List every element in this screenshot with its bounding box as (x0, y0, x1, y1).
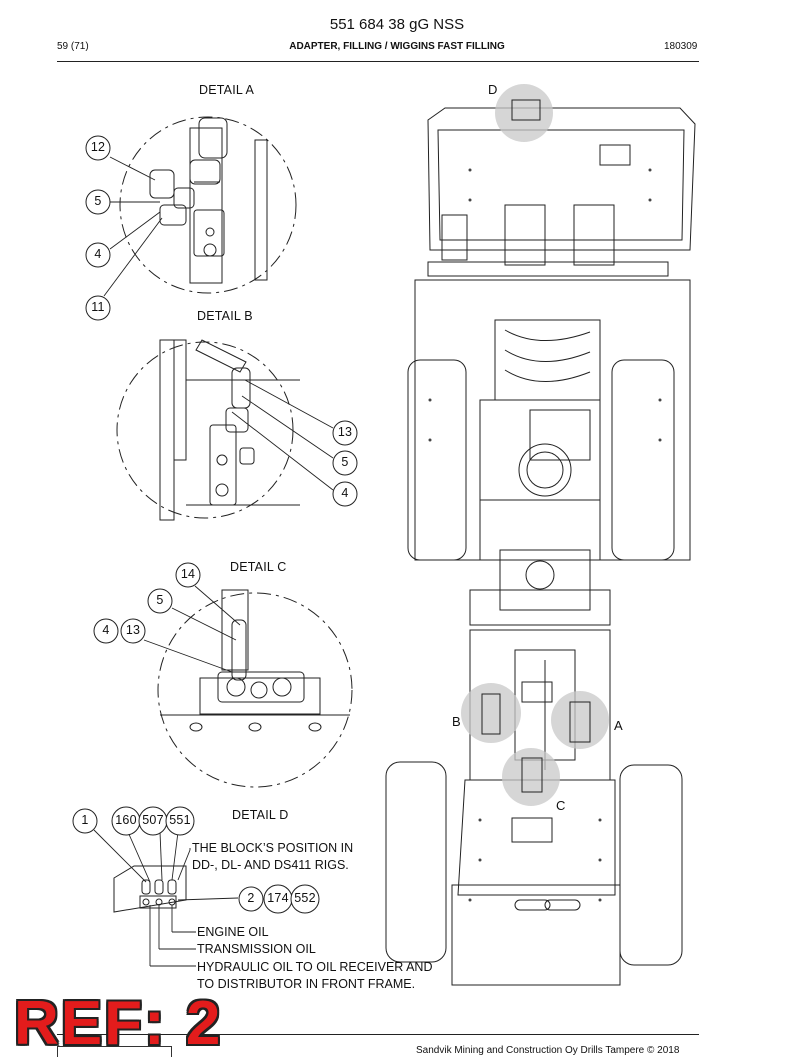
sandvik-logo (57, 1046, 172, 1057)
note-transmission-oil: TRANSMISSION OIL (197, 942, 316, 956)
marker-c: C (556, 798, 566, 813)
marker-b: B (452, 714, 461, 729)
detail-a-title: DETAIL A (199, 83, 255, 97)
callout-d-551: 551 (169, 813, 191, 827)
callout-b-13: 13 (337, 425, 353, 439)
detail-c-view (157, 589, 353, 788)
marker-d: D (488, 82, 498, 97)
note-engine-oil: ENGINE OIL (197, 925, 269, 939)
marker-a: A (614, 718, 623, 733)
callout-d-174: 174 (267, 891, 289, 905)
callout-d-160: 160 (115, 813, 137, 827)
callout-d-2: 2 (247, 891, 255, 905)
detail-a-view (119, 116, 297, 294)
footer-copyright: Sandvik Mining and Construction Oy Drill… (416, 1045, 680, 1056)
callout-a-5: 5 (94, 194, 102, 208)
callout-a-12: 12 (90, 140, 106, 154)
callout-d-507: 507 (142, 813, 164, 827)
callout-c-13: 13 (125, 623, 141, 637)
footer-divider (57, 1034, 699, 1035)
callout-a-4: 4 (94, 247, 102, 261)
detail-b-title: DETAIL B (197, 309, 253, 323)
ref-stamp: REF: 2 (14, 989, 223, 1058)
header-divider (57, 61, 699, 62)
machine-overview (385, 107, 696, 986)
callout-b-5: 5 (341, 455, 349, 469)
detail-d-view (113, 865, 187, 913)
section-title: ADAPTER, FILLING / WIGGINS FAST FILLING (289, 41, 505, 52)
callout-d-1: 1 (81, 813, 89, 827)
page-number: 59 (71) (57, 41, 89, 52)
detail-c-title: DETAIL C (230, 560, 287, 574)
callout-d-552: 552 (294, 891, 316, 905)
detail-b-view (116, 339, 300, 521)
leader-lines (93, 156, 334, 967)
document-number: 551 684 38 gG NSS (329, 16, 465, 33)
callout-c-4: 4 (102, 623, 110, 637)
note-block-position: THE BLOCK’S POSITION IN DD-, DL- AND DS4… (192, 841, 354, 872)
callout-c-14: 14 (180, 567, 196, 581)
callout-b-4: 4 (341, 486, 349, 500)
detail-d-title: DETAIL D (232, 808, 289, 822)
date-code: 180309 (664, 41, 698, 52)
callout-a-11: 11 (91, 300, 105, 314)
highlight-circles (461, 84, 609, 806)
note-hydraulic-oil: HYDRAULIC OIL TO OIL RECEIVER AND TO DIS… (197, 960, 433, 991)
callout-c-5: 5 (156, 593, 164, 607)
